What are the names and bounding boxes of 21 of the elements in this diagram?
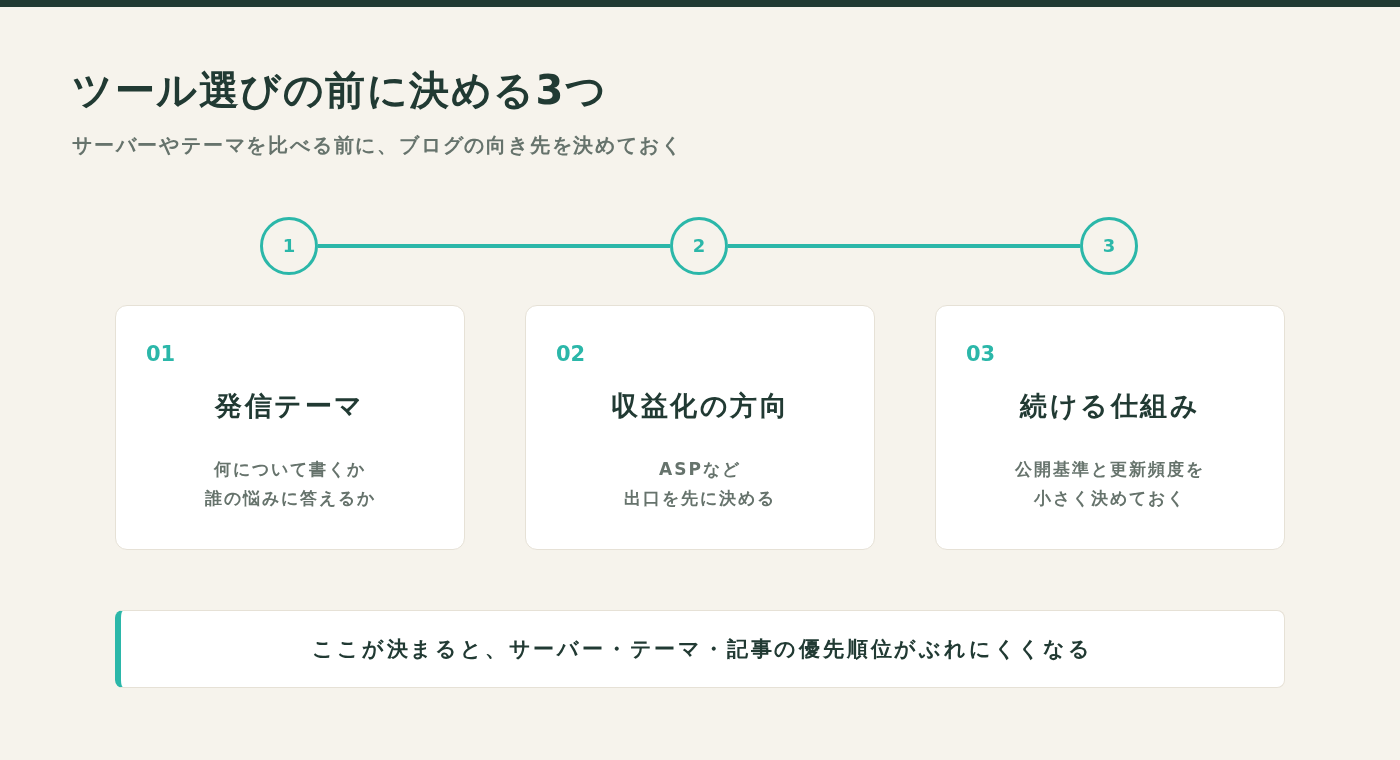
subtitle: サーバーやテーマを比べる前に、ブログの向き先を決めておく: [72, 132, 683, 159]
card-number: 02: [556, 341, 586, 367]
step-number: 1: [282, 236, 296, 256]
note-box: [115, 610, 1285, 688]
card-text: 何について書くか誰の悩みに答えるか: [204, 458, 376, 510]
note-text: ここが決まると、サーバー・テーマ・記事の優先順位がぶれにくくなる: [312, 636, 1093, 663]
card-heading: 収益化の方向: [611, 389, 789, 423]
card: [115, 305, 465, 550]
step-number: 3: [1102, 236, 1116, 256]
connector-line: [728, 244, 1080, 248]
card-number: 03: [966, 341, 996, 367]
connector-line: [318, 244, 670, 248]
step-number: 2: [692, 236, 706, 256]
card-heading: 発信テーマ: [215, 389, 365, 423]
card-text: ASPなど出口を先に決める: [624, 458, 776, 510]
card: [935, 305, 1285, 550]
card-heading: 続ける仕組み: [1020, 389, 1200, 423]
card-number: 01: [146, 341, 176, 367]
card: [525, 305, 875, 550]
card-text: 公開基準と更新頻度を小さく決めておく: [1015, 458, 1205, 510]
title: ツール選びの前に決める3つ: [72, 66, 608, 115]
